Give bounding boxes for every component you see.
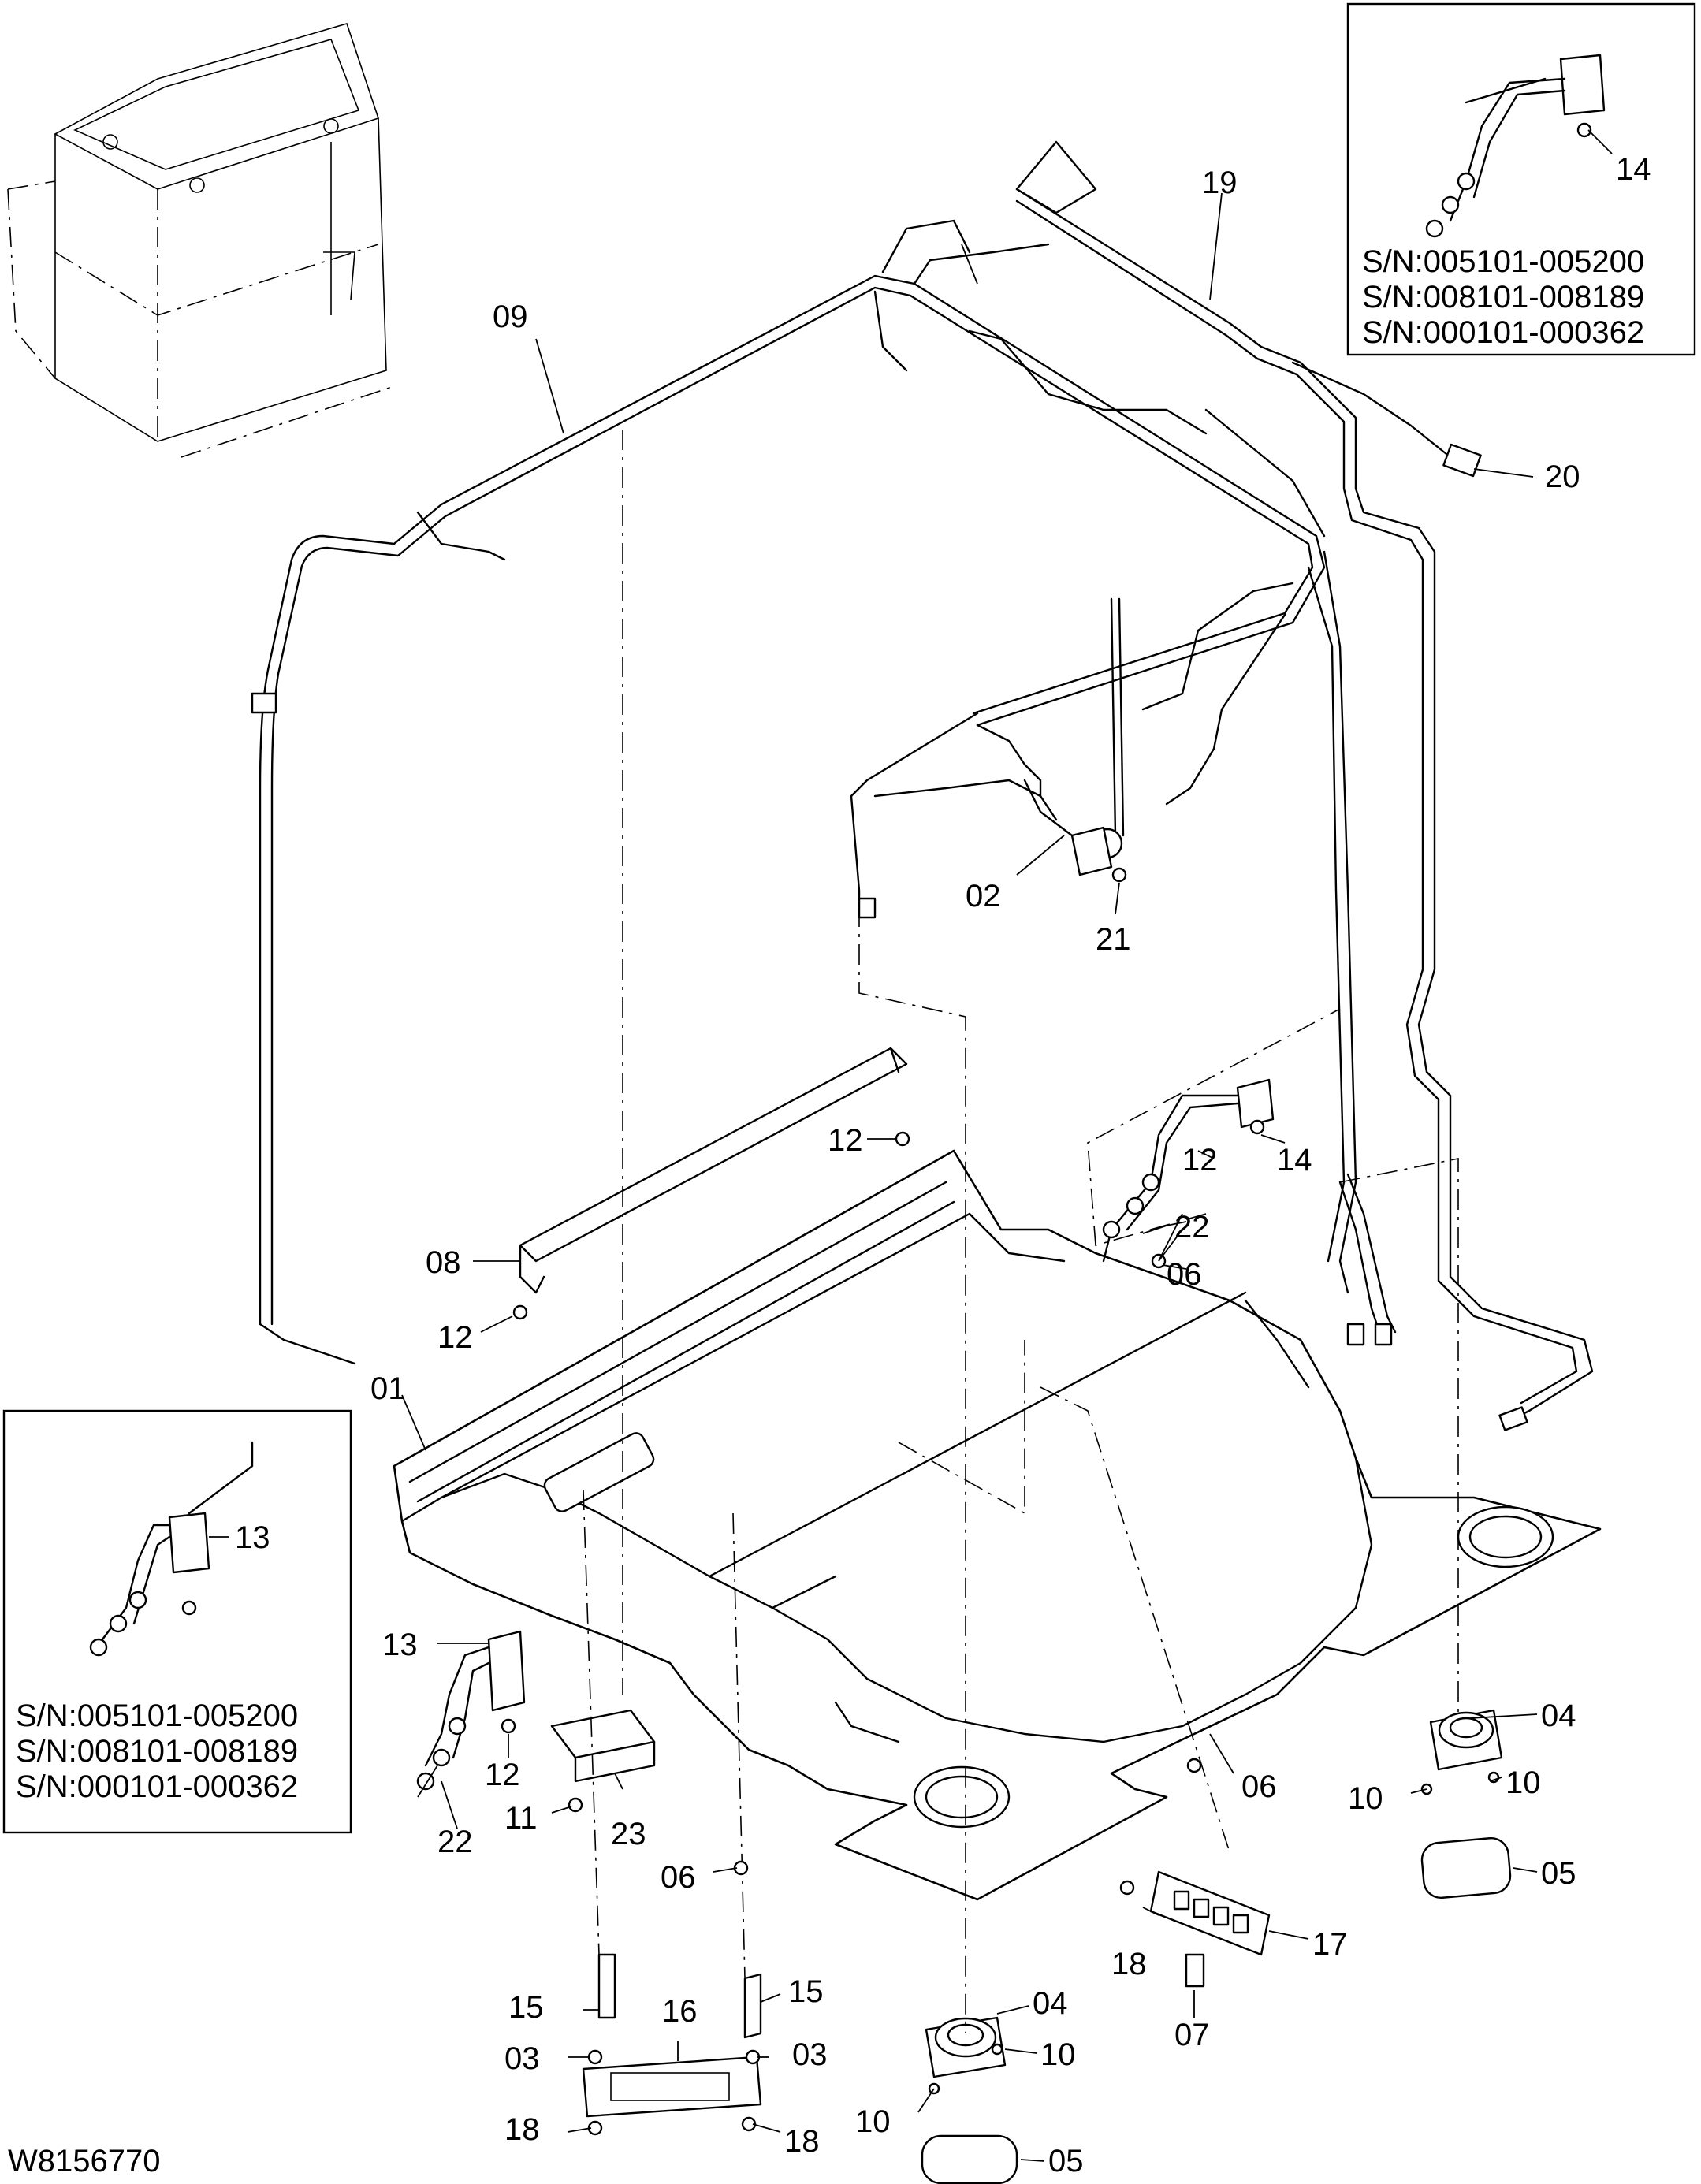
- bracket-15-right: [743, 1973, 762, 2039]
- label-03-right: 03: [792, 2037, 828, 2072]
- switch-panel-17: [1149, 1870, 1271, 1956]
- label-19: 19: [1202, 166, 1238, 200]
- callout-leaders: [401, 192, 1538, 2162]
- label-04-left: 04: [1033, 1986, 1068, 2021]
- label-02: 02: [966, 879, 1001, 913]
- label-20: 20: [1545, 459, 1580, 494]
- inset-left: 13 S/N:005101-005200 S/N:008101-008189 S…: [2, 1409, 352, 1834]
- switch-07: [1185, 1953, 1205, 1988]
- label-21: 21: [1096, 922, 1131, 957]
- inset-left-serial-1: S/N:005101-005200: [16, 1698, 298, 1733]
- label-06-lower: 06: [1241, 1769, 1277, 1804]
- wire-harness-19: [1015, 140, 1594, 1431]
- label-07: 07: [1174, 2018, 1210, 2052]
- inset-left-serial-3: S/N:000101-000362: [16, 1769, 298, 1804]
- headliner-01: [393, 1149, 1602, 1901]
- label-16: 16: [662, 1994, 698, 2029]
- label-12-mid: 12: [437, 1320, 473, 1355]
- inset-top-right-serial-1: S/N:005101-005200: [1362, 244, 1644, 279]
- label-05-left: 05: [1048, 2144, 1084, 2178]
- speaker-cover-05-right: [1420, 1836, 1512, 1899]
- label-18-mid: 18: [784, 2124, 820, 2159]
- inset-top-right: 14 S/N:005101-005200 S/N:008101-008189 S…: [1346, 2, 1696, 356]
- label-17: 17: [1312, 1927, 1348, 1962]
- label-14: 14: [1277, 1143, 1312, 1178]
- label-09: 09: [493, 300, 528, 334]
- bracket-14: [1102, 1078, 1275, 1263]
- label-01: 01: [370, 1371, 406, 1406]
- inset-top-right-serial-3: S/N:000101-000362: [1362, 315, 1644, 350]
- label-05-right: 05: [1541, 1856, 1576, 1891]
- speaker-opening-left: [913, 1765, 1011, 1829]
- bracket-13: [416, 1630, 526, 1791]
- label-15-right: 15: [788, 1974, 824, 2009]
- plate-16: [582, 2056, 762, 2118]
- label-22-left: 22: [437, 1825, 473, 1859]
- inset-left-serial-2: S/N:008101-008189: [16, 1734, 298, 1769]
- label-18-left: 18: [504, 2112, 540, 2147]
- label-15-left: 15: [508, 1990, 544, 2025]
- label-11: 11: [504, 1801, 538, 1836]
- bracket-15-left: [597, 1953, 616, 2019]
- antenna-02: [873, 597, 1125, 876]
- label-12-bottom: 12: [485, 1758, 520, 1792]
- inset-top-right-serial-2: S/N:008101-008189: [1362, 280, 1644, 314]
- label-22-right: 22: [1174, 1210, 1210, 1245]
- cab-locator-thumbnail: [7, 23, 395, 458]
- label-06-right: 06: [1167, 1257, 1202, 1292]
- label-18-right: 18: [1111, 1947, 1147, 1981]
- label-03-left: 03: [504, 2041, 540, 2076]
- label-10-left-a: 10: [855, 2104, 891, 2139]
- label-10-right-a: 10: [1348, 1781, 1383, 1816]
- label-12-right: 12: [1182, 1143, 1218, 1178]
- inset-top-right-part-label: 14: [1616, 152, 1651, 187]
- wire-harness-09: [251, 219, 1397, 1365]
- label-12-top: 12: [828, 1123, 863, 1158]
- label-23: 23: [611, 1817, 646, 1851]
- speaker-04-right: [1429, 1709, 1503, 1771]
- label-13: 13: [382, 1628, 418, 1662]
- part-labels: 19 20 09 02 21 12 12 14 22 06 08 12 01 1…: [370, 166, 1580, 2178]
- label-10-left-b: 10: [1040, 2037, 1076, 2072]
- label-08: 08: [426, 1245, 461, 1280]
- speaker-cover-05-left: [921, 2134, 1018, 2184]
- alignment-lines: [583, 430, 1459, 2033]
- label-06-mid: 06: [661, 1860, 696, 1895]
- dome-light-23: [550, 1709, 656, 1783]
- drawing-number: W8156770: [8, 2144, 160, 2178]
- speaker-04-left: [925, 2016, 1007, 2078]
- label-10-right-b: 10: [1506, 1765, 1541, 1800]
- label-04-right: 04: [1541, 1698, 1576, 1733]
- speaker-opening-right: [1457, 1505, 1554, 1568]
- inset-left-part-label: 13: [235, 1520, 270, 1555]
